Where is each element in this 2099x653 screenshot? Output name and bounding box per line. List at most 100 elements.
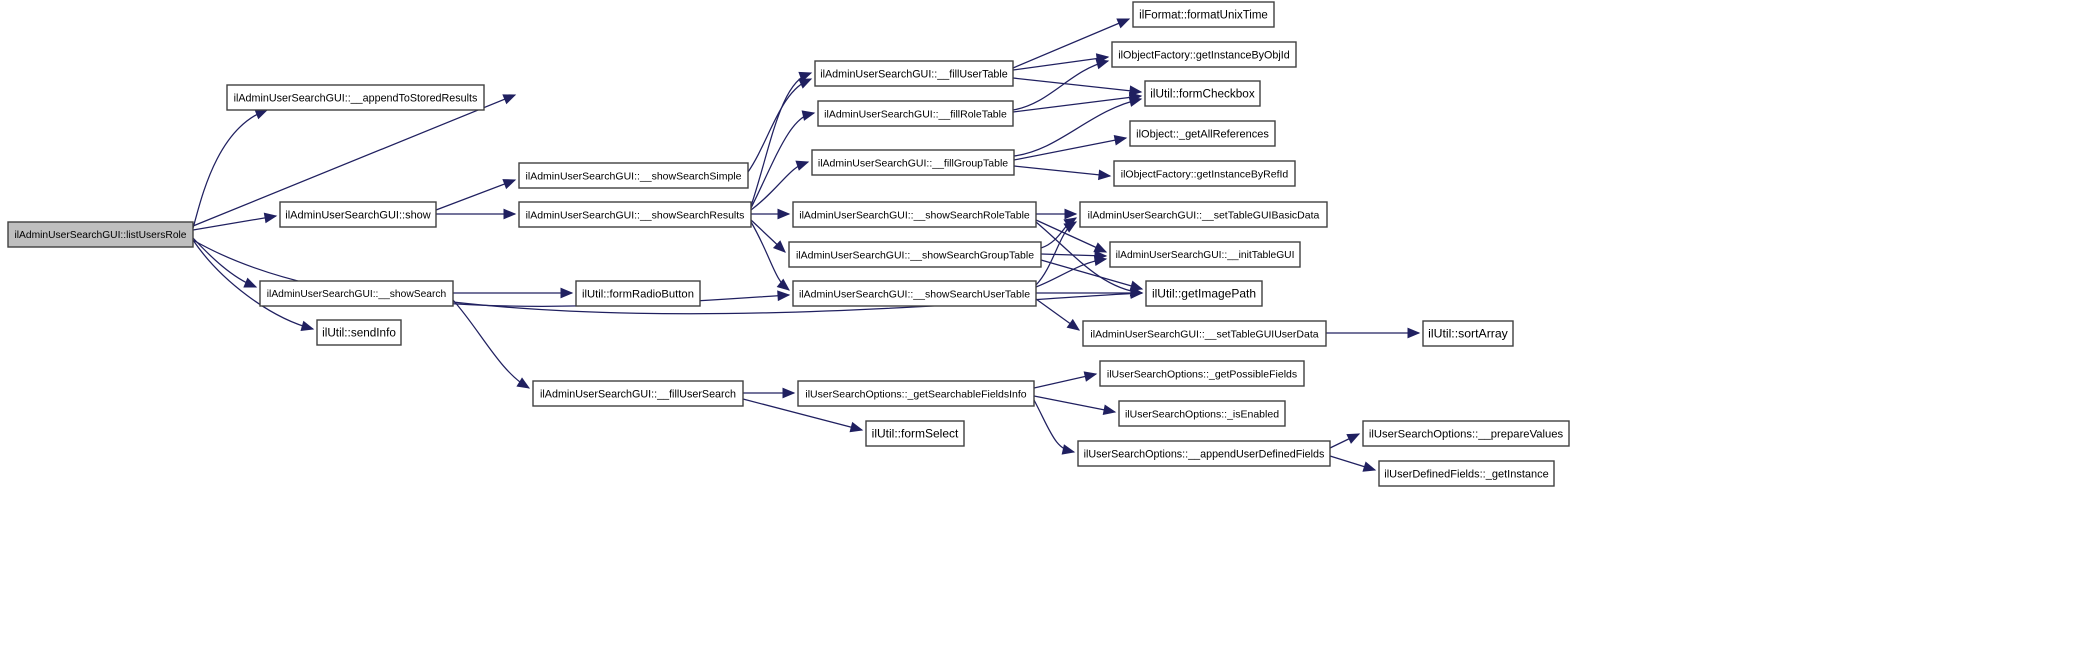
node-box[interactable] [788,241,1042,268]
root-node-box[interactable] [7,221,194,248]
graph-node-appendUserDefinedFields[interactable]: ilUserSearchOptions::__appendUserDefined… [1077,440,1331,467]
graph-node-showSearchSimple[interactable]: ilAdminUserSearchGUI::__showSearchSimple [518,162,749,189]
call-edge [1033,371,1098,389]
graph-node-fillUserSearch[interactable]: ilAdminUserSearchGUI::__fillUserSearch [532,380,744,407]
graph-node-getInstanceByRefId[interactable]: ilObjectFactory::getInstanceByRefId [1113,160,1296,187]
node-box[interactable] [817,100,1014,127]
edge-arrowhead [1129,280,1144,291]
node-layer: ilAdminUserSearchGUI::listUsersRoleilAdm… [7,1,1570,487]
node-label: ilUtil::formRadioButton [582,288,694,300]
graph-node-fillUserTable[interactable]: ilAdminUserSearchGUI::__fillUserTable [814,60,1014,87]
node-box[interactable] [811,149,1015,176]
graph-node-getPossibleFields[interactable]: ilUserSearchOptions::_getPossibleFields [1099,360,1305,387]
edge-arrowhead [1095,58,1110,70]
node-box[interactable] [797,380,1035,407]
call-edge [750,219,786,253]
edge-arrowhead [1061,444,1076,455]
graph-node-showSearchRoleTable[interactable]: ilAdminUserSearchGUI::__showSearchRoleTa… [792,201,1037,228]
node-box[interactable] [575,280,701,307]
node-box[interactable] [792,280,1037,307]
node-label: ilAdminUserSearchGUI::__fillUserTable [820,68,1008,80]
call-edge [1036,208,1078,220]
edge-line [1035,219,1107,253]
node-box[interactable] [1422,320,1514,347]
node-box[interactable] [1118,400,1286,427]
node-box[interactable] [1109,241,1301,268]
graph-node-getInstanceByObjId[interactable]: ilObjectFactory::getInstanceByObjId [1111,41,1297,68]
node-box[interactable] [1111,41,1297,68]
graph-node-sendInfo[interactable]: ilUtil::sendInfo [316,319,402,346]
node-label: ilAdminUserSearchGUI::__showSearch [267,289,447,300]
node-box[interactable] [1145,280,1263,307]
node-label: ilUtil::formSelect [872,427,959,441]
edge-arrowhead [1093,255,1108,267]
graph-node-getSearchableFieldsInfo[interactable]: ilUserSearchOptions::_getSearchableField… [797,380,1035,407]
node-box[interactable] [316,319,402,346]
graph-node-getAllReferences[interactable]: ilObject::_getAllReferences [1129,120,1276,147]
edge-arrowhead [1130,287,1144,299]
node-box[interactable] [1077,440,1331,467]
edge-arrowhead [516,377,531,389]
node-box[interactable] [259,280,454,307]
graph-node-appendToStoredResults[interactable]: ilAdminUserSearchGUI::__appendToStoredRe… [226,84,485,111]
edge-arrowhead [1128,85,1143,97]
call-edge [435,179,517,211]
node-label: ilFormat::formatUnixTime [1139,10,1268,22]
graph-node-showSearchResults[interactable]: ilAdminUserSearchGUI::__showSearchResult… [518,201,752,228]
node-box[interactable] [1099,360,1305,387]
node-box[interactable] [518,162,749,189]
call-edge [1012,58,1110,111]
graph-node-formCheckbox[interactable]: ilUtil::formCheckbox [1144,80,1261,107]
node-label: ilUserSearchOptions::_getSearchableField… [805,388,1026,400]
graph-node-fillGroupTable[interactable]: ilAdminUserSearchGUI::__fillGroupTable [811,149,1015,176]
graph-node-formRadioButton[interactable]: ilUtil::formRadioButton [575,280,701,307]
node-box[interactable] [532,380,744,407]
node-label: ilUtil::sortArray [1428,327,1509,341]
edge-line [1012,18,1130,69]
graph-node-getImagePath[interactable]: ilUtil::getImagePath [1145,280,1263,307]
graph-node-sortArray[interactable]: ilUtil::sortArray [1422,320,1514,347]
node-box[interactable] [1144,80,1261,107]
node-box[interactable] [279,201,437,228]
node-box[interactable] [865,420,965,447]
edge-line [1013,137,1127,161]
node-box[interactable] [1079,201,1328,228]
node-box[interactable] [1378,460,1555,487]
node-box[interactable] [1132,1,1275,28]
call-edge [750,221,791,291]
edge-arrowhead [1093,242,1108,253]
edge-arrowhead [263,212,278,224]
node-box[interactable] [1082,320,1327,347]
node-box[interactable] [1129,120,1276,147]
graph-node-showSearchUserTable[interactable]: ilAdminUserSearchGUI::__showSearchUserTa… [792,280,1037,307]
edge-line [1035,221,1143,294]
node-box[interactable] [226,84,485,111]
call-edge [751,208,791,220]
graph-node-showSearch[interactable]: ilAdminUserSearchGUI::__showSearch [259,280,454,307]
call-edge [743,387,796,399]
node-box[interactable] [518,201,752,228]
node-box[interactable] [1113,160,1296,187]
graph-node-formSelect[interactable]: ilUtil::formSelect [865,420,965,447]
graph-node-listUsersRole[interactable]: ilAdminUserSearchGUI::listUsersRole [7,221,194,248]
node-box[interactable] [814,60,1014,87]
graph-node-showSearchGroupTable[interactable]: ilAdminUserSearchGUI::__showSearchGroupT… [788,241,1042,268]
graph-node-setTableGUIBasicData[interactable]: ilAdminUserSearchGUI::__setTableGUIBasic… [1079,201,1328,228]
node-box[interactable] [792,201,1037,228]
node-label: ilUserSearchOptions::__appendUserDefined… [1084,448,1325,460]
node-box[interactable] [1362,420,1570,447]
graph-node-fillRoleTable[interactable]: ilAdminUserSearchGUI::__fillRoleTable [817,100,1014,127]
call-edge [1012,18,1131,69]
graph-node-initTableGUI[interactable]: ilAdminUserSearchGUI::__initTableGUI [1109,241,1301,268]
graph-node-setTableGUIUserData[interactable]: ilAdminUserSearchGUI::__setTableGUIUserD… [1082,320,1327,347]
graph-node-prepareValues[interactable]: ilUserSearchOptions::__prepareValues [1362,420,1570,447]
node-label: ilUserSearchOptions::__prepareValues [1369,428,1564,440]
graph-node-formatUnixTime[interactable]: ilFormat::formatUnixTime [1132,1,1275,28]
edge-arrowhead [1083,371,1098,382]
node-label: ilUtil::getImagePath [1152,287,1256,301]
graph-node-isEnabled[interactable]: ilUserSearchOptions::_isEnabled [1118,400,1286,427]
graph-node-show[interactable]: ilAdminUserSearchGUI::show [279,201,437,228]
graph-node-getInstance[interactable]: ilUserDefinedFields::_getInstance [1378,460,1555,487]
node-label: ilAdminUserSearchGUI::__showSearchUserTa… [799,288,1030,300]
node-label: ilAdminUserSearchGUI::__showSearchSimple [526,170,742,182]
